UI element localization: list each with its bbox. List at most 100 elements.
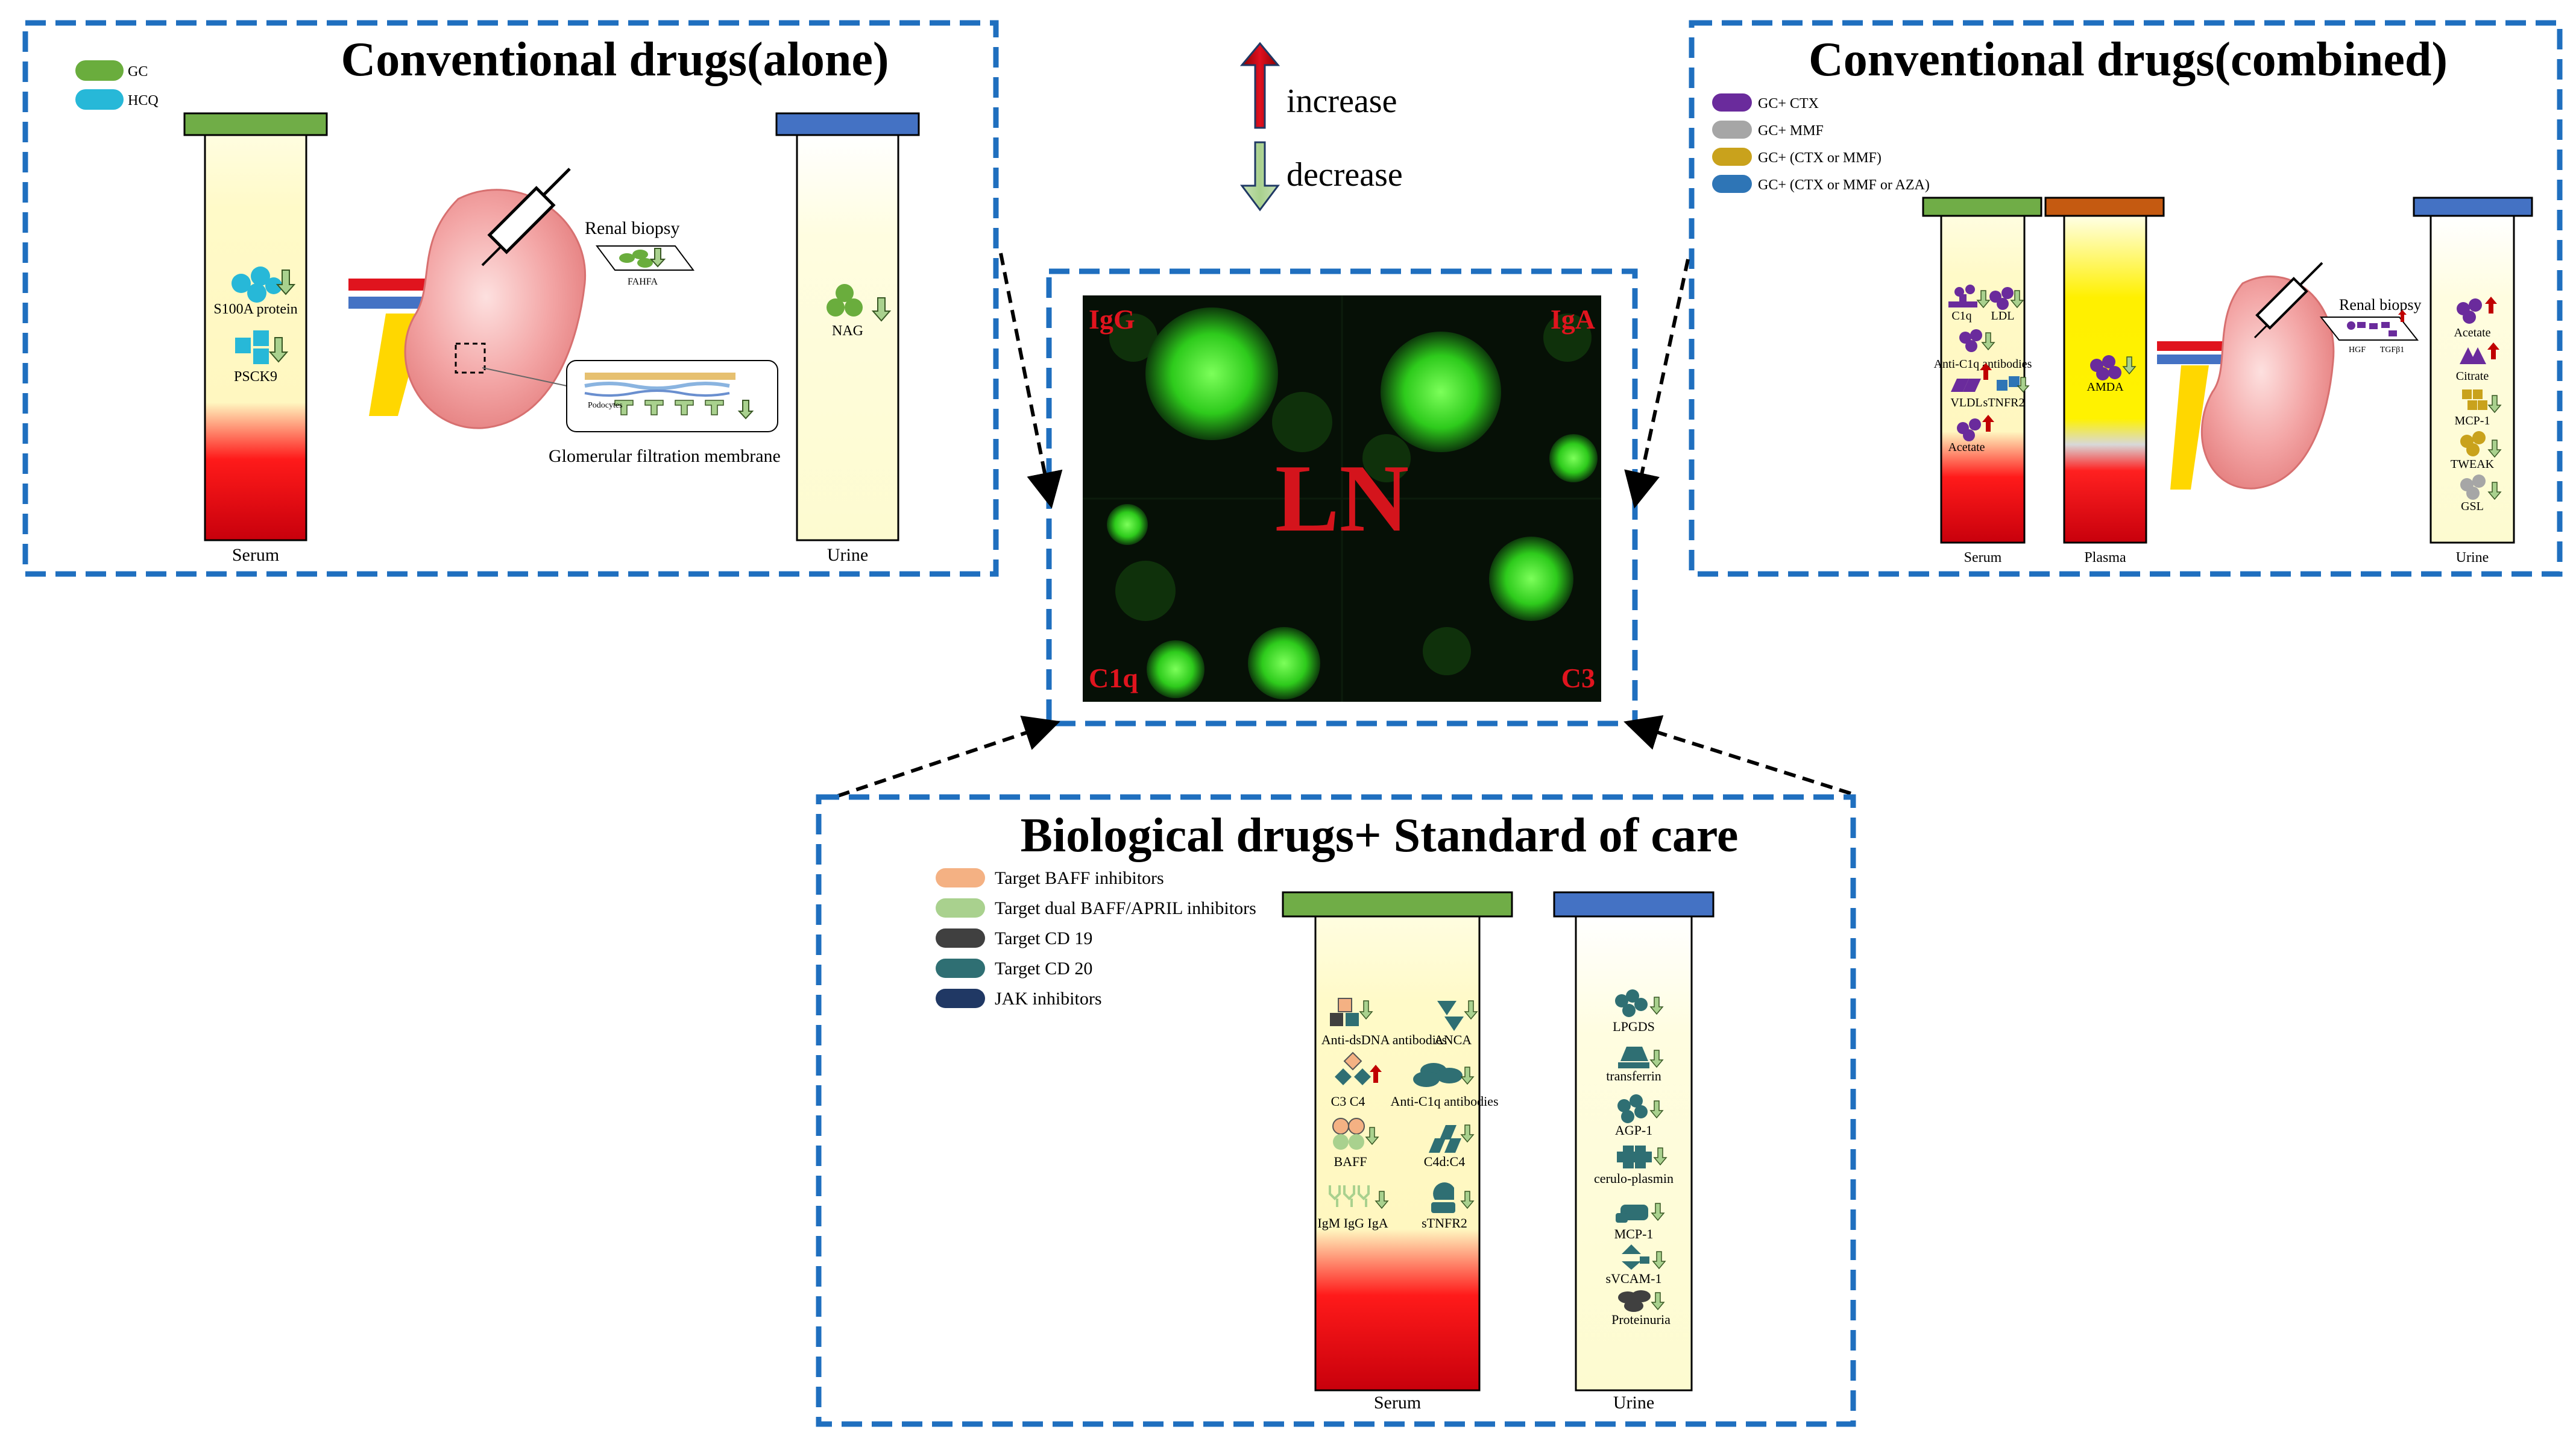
serum-tube: Serum Anti-dsDNA antibodies ANCA C3 C4 A… [1282, 891, 1513, 1413]
tube-label: Urine [827, 545, 868, 565]
biomarker-label: PSCK9 [234, 369, 277, 385]
legend-label: GC [128, 64, 148, 80]
biomarker-label: AMDA [2086, 380, 2124, 394]
plasma-tube: Plasma AMDA [2044, 197, 2165, 566]
glomerulus [1381, 332, 1501, 452]
quadrant-label: IgA [1551, 304, 1595, 335]
biomarker-label: S100A protein [213, 301, 297, 317]
center-ln-panel: IgG IgA C1q C3 LN [1046, 268, 1638, 727]
panel-border [1689, 20, 2563, 577]
legend-label: GC+ (CTX or MMF) [1758, 150, 1882, 166]
biomarker-label: Anti-C1q antibodies [1390, 1094, 1498, 1109]
biomarker-label: C1q [1951, 309, 1971, 323]
ln-label: LN [1275, 444, 1409, 552]
legend-label: HCQ [128, 93, 159, 109]
legend: Target BAFF inhibitors Target dual BAFF/… [936, 868, 1256, 1009]
biomarker-label: LPGDS [1613, 1019, 1655, 1034]
psck9-icon [235, 330, 269, 364]
nag-icon [827, 284, 863, 317]
renal-biopsy-slide: Renal biopsy HGF TGFβ1 [2319, 296, 2422, 355]
decrease-arrow-icon [1240, 141, 1280, 212]
biomarker-label: sTNFR2 [1983, 396, 2025, 409]
quadrant-label: C3 [1561, 663, 1595, 693]
biomarker-label: AGP-1 [1615, 1123, 1652, 1138]
glomerulus [1248, 627, 1320, 699]
biopsy-item: FAHFA [628, 277, 658, 287]
legend-label: Target CD 19 [995, 928, 1092, 948]
urine-tube: Urine LPGDS transferrin AGP-1 cerulo-pla… [1553, 891, 1715, 1413]
glomerulus [1107, 504, 1148, 545]
biomarker-label: Acetate [1948, 441, 1985, 454]
biomarker-label: transferrin [1606, 1068, 1661, 1083]
tube-label: Urine [1613, 1393, 1654, 1413]
biomarker-label: ANCA [1434, 1032, 1472, 1047]
zoom-line [482, 367, 567, 386]
tube-body [796, 134, 899, 541]
filtration-membrane-scroll: Podocytes Glomerular filtration membrane [549, 360, 781, 466]
glomerulus [1145, 307, 1278, 440]
s100a-icon [231, 266, 282, 303]
tube-label: Urine [2456, 550, 2489, 566]
syringe-icon [481, 168, 571, 266]
legend-label: GC+ CTX [1758, 96, 1819, 112]
legend-label: Target BAFF inhibitors [995, 868, 1164, 888]
biomarker-label: LDL [1991, 309, 2015, 323]
biomarker-label: cerulo-plasmin [1594, 1171, 1674, 1186]
legend-label: GC+ MMF [1758, 123, 1824, 139]
panel-border [816, 794, 1856, 1427]
glomerulus [1147, 640, 1205, 698]
panel-title: Conventional drugs(alone) [341, 33, 889, 86]
glomerulus [1549, 434, 1598, 482]
decrease-label: decrease [1286, 156, 1403, 194]
biomarker-label: VLDL [1950, 396, 1982, 409]
panel-title: Biological drugs+ Standard of care [1021, 809, 1739, 862]
biomarker-label: GSL [2461, 500, 2484, 513]
biomarker-label: sVCAM-1 [1606, 1271, 1662, 1286]
biomarker-label: TWEAK [2451, 458, 2495, 471]
tube-label: Serum [1374, 1393, 1421, 1413]
glomerulus [1489, 537, 1573, 621]
legend-swatch-gc [75, 60, 124, 81]
membrane-label: Glomerular filtration membrane [549, 446, 781, 466]
biomarker-label: C3 C4 [1331, 1094, 1365, 1109]
legend-label: Target CD 20 [995, 959, 1092, 979]
tube-cap [775, 112, 920, 136]
panel-conventional-alone: Conventional drugs(alone) GC HCQ Serum S… [22, 20, 999, 577]
urine-tube: Urine NAG [775, 112, 920, 565]
syringe-icon [2253, 262, 2323, 339]
decrease-arrow-icon [268, 337, 289, 363]
biopsy-title: Renal biopsy [2339, 296, 2422, 314]
biopsy-item: TGFβ1 [2380, 345, 2405, 355]
tube-label: Plasma [2084, 550, 2126, 566]
legend-label: GC+ (CTX or MMF or AZA) [1758, 177, 1930, 193]
biomarker-label: Proteinuria [1611, 1312, 1671, 1327]
panel-border [22, 20, 999, 577]
tube-label: Serum [1964, 550, 2002, 566]
biopsy-item: HGF [2349, 345, 2366, 355]
arrow-legend: increase decrease [1239, 42, 1403, 212]
panel-biological: Biological drugs+ Standard of care Targe… [816, 794, 1856, 1427]
biomarker-label: Anti-C1q antibodies [1934, 358, 2032, 371]
cell-label: Podocytes [588, 401, 623, 410]
legend-label: JAK inhibitors [995, 989, 1102, 1009]
renal-biopsy-slide: Renal biopsy FAHFA [585, 218, 694, 287]
increase-arrow-icon [1239, 42, 1280, 129]
biomarker-label: BAFF [1334, 1154, 1367, 1169]
serum-tube: Serum C1q LDL Anti-C1q antibodies VLDL s… [1922, 197, 2042, 566]
tube-label: Serum [232, 545, 279, 565]
serum-tube: Serum S100A protein PSCK9 [183, 112, 328, 565]
biomarker-label: Anti-dsDNA antibodies [1321, 1032, 1447, 1047]
increase-label: increase [1286, 83, 1397, 120]
decrease-arrow-icon [276, 270, 296, 295]
legend-swatch-hcq [75, 89, 124, 110]
legend: GC+ CTX GC+ MMF GC+ (CTX or MMF) GC+ (CT… [1712, 93, 1930, 193]
biomarker-label: MCP-1 [1614, 1226, 1654, 1241]
urine-tube: Urine Acetate Citrate MCP-1 TWEAK GSL [2413, 197, 2533, 566]
decrease-arrow-icon [871, 297, 892, 322]
connector-arrows [837, 253, 1851, 798]
panel-title: Conventional drugs(combined) [1809, 33, 2448, 86]
panel-conventional-combined: Conventional drugs(combined) GC+ CTX GC+… [1689, 20, 2563, 577]
quadrant-label: IgG [1089, 304, 1135, 335]
biomarker-label: IgM IgG IgA [1317, 1215, 1388, 1231]
